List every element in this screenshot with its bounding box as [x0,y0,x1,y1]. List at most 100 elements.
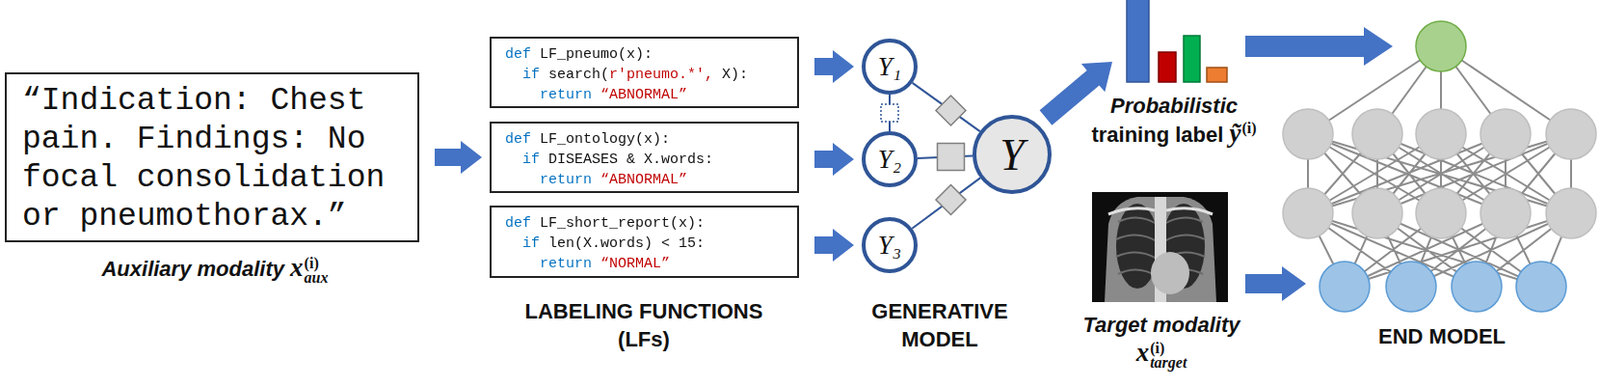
caption-text: training label [1091,122,1224,147]
code-line: if len(X.words) < 15: [522,233,705,254]
math-symbol: x(i)aux [290,256,328,281]
superscript: (i) [1241,120,1256,135]
math-symbol: x(i)target [1136,341,1188,366]
block-arrow [434,140,482,174]
block-arrow [1040,26,1393,301]
caption-line: x(i)target [1045,338,1278,370]
network-neuron [1319,261,1370,312]
caption-text: Probabilistic [1110,93,1238,118]
network-neuron [1415,108,1467,160]
superscript: (i) [1149,340,1187,355]
variable-circle: Y₃ [861,216,918,273]
connector [912,82,981,132]
caption-text: Auxiliary modality [101,256,285,281]
report-text: “Indication: Chest pain. Findings: No fo… [22,81,418,237]
code-line: if search(r'pneumo.*', X): [522,64,748,85]
caption-line: END MODEL [1345,321,1539,350]
factor-edge [911,177,981,228]
caption-line: Auxiliary modality x(i)aux [22,253,408,285]
chest-xray [1108,208,1213,214]
subscript: aux [304,269,329,285]
bar-chart [1183,35,1200,82]
factor-node [935,95,966,126]
bar-chart [1126,0,1227,82]
factor-node [935,185,966,215]
factor-node [880,104,899,122]
network-neuron [1415,21,1467,72]
network-connection [1307,46,1572,287]
labeling-function-box: def LF_short_report(x):if len(X.words) <… [489,205,800,278]
network-neuron [1516,261,1567,312]
network-neuron [1352,108,1403,160]
caption-group: Auxiliary modality x(i)aux [22,253,408,285]
variable-name: Y₃ [878,230,902,261]
bar-chart [1126,0,1149,82]
variable-name: Y₁ [878,52,902,82]
math-base: ỹ [1228,118,1241,148]
block-arrow [1245,26,1393,66]
code-line: return “ABNORMAL” [539,169,688,190]
caption-text: LABELING FUNCTIONS (LFs) [525,298,764,351]
network-neuron [1282,187,1334,239]
block-arrow [814,228,854,262]
math-base: x [290,252,304,282]
network-neuron [1386,261,1437,312]
caption-group: Probabilistictraining label ỹ(i) [1058,91,1290,149]
math-base: x [1136,337,1150,367]
superscript: (i) [304,255,329,270]
variable-name: Y₂ [878,144,902,175]
caption-line: LABELING FUNCTIONS (LFs) [504,296,784,353]
connector [434,140,482,174]
connector [814,228,854,262]
labeling-function-box: def LF_ontology(x):if DISEASES & X.words… [489,121,800,193]
chest-xray [1104,196,1217,302]
network-neuron [1282,108,1334,160]
network-connection [1307,46,1572,287]
code-line: if DISEASES & X.words: [522,149,714,170]
math-scripts: (i)aux [304,255,329,285]
variable-circle: Y₂ [861,131,918,187]
code-line: return “NORMAL” [539,253,670,274]
network-neuron [1352,187,1403,239]
caption-line: training label ỹ(i) [1058,119,1290,149]
variable-circle: Y [972,114,1052,194]
caption-line: Target modality [1045,310,1278,339]
network-neuron [1282,21,1597,312]
caption-group: Target modalityx(i)target [1045,310,1278,370]
connector [814,142,854,176]
network-neuron [1415,187,1467,239]
report-box: “Indication: Chest pain. Findings: No fo… [4,72,420,242]
math-symbol: ỹ(i) [1228,122,1256,147]
math-scripts: (i) [1241,120,1256,135]
block-arrow [1245,266,1307,301]
factor-edge [912,82,981,132]
bar-chart [1158,52,1176,82]
subscript: target [1149,354,1187,370]
connector [814,50,854,83]
network-neuron [1480,108,1531,160]
factor-node [937,143,965,171]
network-neuron [1480,187,1531,239]
caption-line: GENERATIVE MODEL [857,296,1022,353]
network-neuron [1451,261,1502,312]
block-arrow [814,142,854,176]
code-line: def LF_pneumo(x): [505,44,653,65]
variable-name: Y [999,129,1025,181]
chest-xray [1092,191,1228,302]
network-neuron [1546,108,1597,160]
caption-group: GENERATIVE MODEL [857,296,1022,353]
caption-text: END MODEL [1378,323,1506,348]
caption-line: Probabilistic [1058,91,1290,120]
code-line: def LF_ontology(x): [505,129,670,150]
variable-circle: Y₁ [861,38,918,95]
caption-group: LABELING FUNCTIONS (LFs) [504,296,784,353]
math-scripts: (i)target [1149,340,1187,370]
network-neuron [1546,187,1597,239]
chest-xray [1150,251,1190,294]
caption-text: Target modality [1083,312,1241,337]
block-arrow [814,50,854,83]
chest-xray [1092,191,1228,302]
labeling-function-box: def LF_pneumo(x):if search(r'pneumo.*', … [489,36,800,108]
